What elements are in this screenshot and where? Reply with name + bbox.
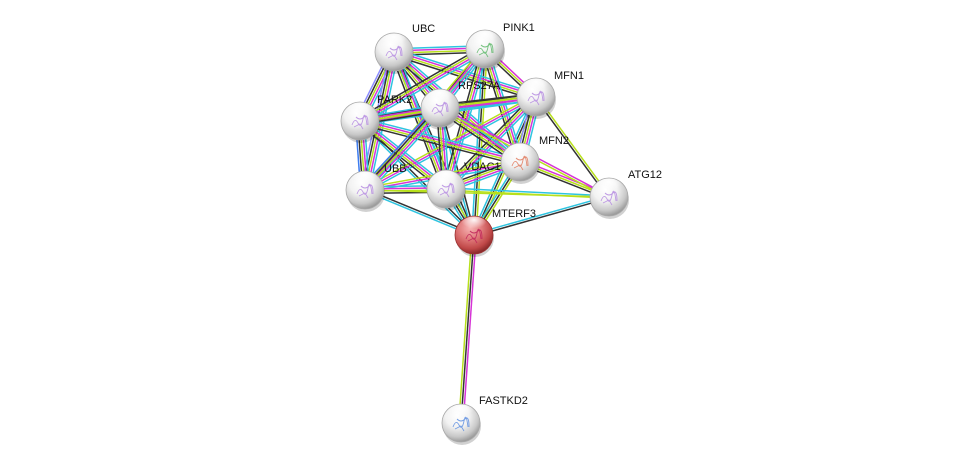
- node-label: UBC: [412, 23, 435, 35]
- edge-line-coexpression: [365, 188, 475, 235]
- edge-pink1-park2[interactable]: [357, 45, 488, 125]
- edge-line-experiments: [462, 235, 477, 424]
- edge-mfn1-atg12[interactable]: [534, 95, 611, 199]
- node-label: MFN1: [554, 70, 584, 82]
- node-mfn2[interactable]: MFN2: [500, 135, 569, 184]
- node-label: UBB: [384, 163, 407, 175]
- node-label: VDAC1: [464, 161, 501, 173]
- node-rps27a[interactable]: RPS27A: [420, 80, 501, 130]
- node-highlight: [460, 216, 488, 234]
- node-label: PINK1: [503, 22, 535, 34]
- node-highlight: [522, 78, 550, 96]
- edge-line-neighborhood: [448, 49, 489, 191]
- edge-line-textmining: [392, 52, 446, 190]
- edge-line-textmining: [444, 48, 485, 189]
- edge-line-coexpression: [357, 45, 484, 119]
- node-pink1[interactable]: PINK1: [465, 22, 535, 71]
- node-highlight: [506, 143, 534, 161]
- edge-ubb-atg12[interactable]: [364, 189, 610, 198]
- edge-mterf3-atg12[interactable]: [473, 195, 610, 237]
- node-highlight: [432, 170, 460, 188]
- node-ubb[interactable]: UBB: [345, 163, 407, 212]
- edge-line-neighborhood: [364, 190, 474, 237]
- node-park2[interactable]: PARK2: [340, 94, 412, 143]
- node-highlight: [471, 30, 499, 48]
- edge-line-textmining: [458, 234, 473, 423]
- node-ubc[interactable]: UBC: [374, 23, 435, 74]
- node-highlight: [595, 178, 623, 196]
- edge-line-coexpression: [390, 52, 444, 191]
- node-mfn1[interactable]: MFN1: [516, 70, 584, 119]
- edge-line-experiments: [360, 49, 486, 123]
- edge-line-neighborhood: [368, 52, 400, 192]
- edge-line-textmining: [362, 47, 484, 190]
- node-mterf3[interactable]: MTERF3: [454, 208, 536, 257]
- edge-mterf3-fastkd2[interactable]: [458, 234, 477, 424]
- node-label: MTERF3: [492, 208, 536, 220]
- edge-line-neighborhood: [471, 48, 484, 235]
- edge-line-textmining: [364, 189, 610, 198]
- node-label: RPS27A: [458, 80, 501, 92]
- node-highlight: [380, 33, 408, 51]
- edge-line-textmining: [483, 49, 520, 163]
- edge-line-coexpression: [460, 234, 475, 424]
- node-vdac1[interactable]: VDAC1: [426, 161, 501, 211]
- edge-line-textmining: [359, 47, 485, 121]
- node-fastkd2[interactable]: FASTKD2: [441, 395, 528, 445]
- edge-line-textmining: [363, 94, 536, 189]
- edge-line-neighborhood: [473, 195, 609, 235]
- edge-line-textmining: [536, 95, 611, 197]
- edge-line-coexpression: [474, 197, 610, 237]
- edge-line-coexpression: [473, 48, 486, 236]
- node-label: ATG12: [628, 169, 662, 181]
- node-highlight: [351, 171, 379, 189]
- node-label: MFN2: [539, 135, 569, 147]
- edge-mterf3-ubb[interactable]: [364, 188, 475, 237]
- edge-line-neighborhood: [361, 51, 488, 125]
- node-label: FASTKD2: [479, 395, 528, 407]
- edge-line-neighborhood: [446, 187, 610, 197]
- node-label: PARK2: [377, 94, 412, 106]
- edge-line-coexpression: [534, 97, 609, 199]
- edge-line-experiments: [446, 49, 487, 190]
- node-highlight: [426, 89, 454, 107]
- node-highlight: [447, 404, 475, 422]
- node-atg12[interactable]: ATG12: [589, 169, 662, 219]
- edge-line-experiments: [360, 119, 521, 162]
- node-highlight: [346, 102, 374, 120]
